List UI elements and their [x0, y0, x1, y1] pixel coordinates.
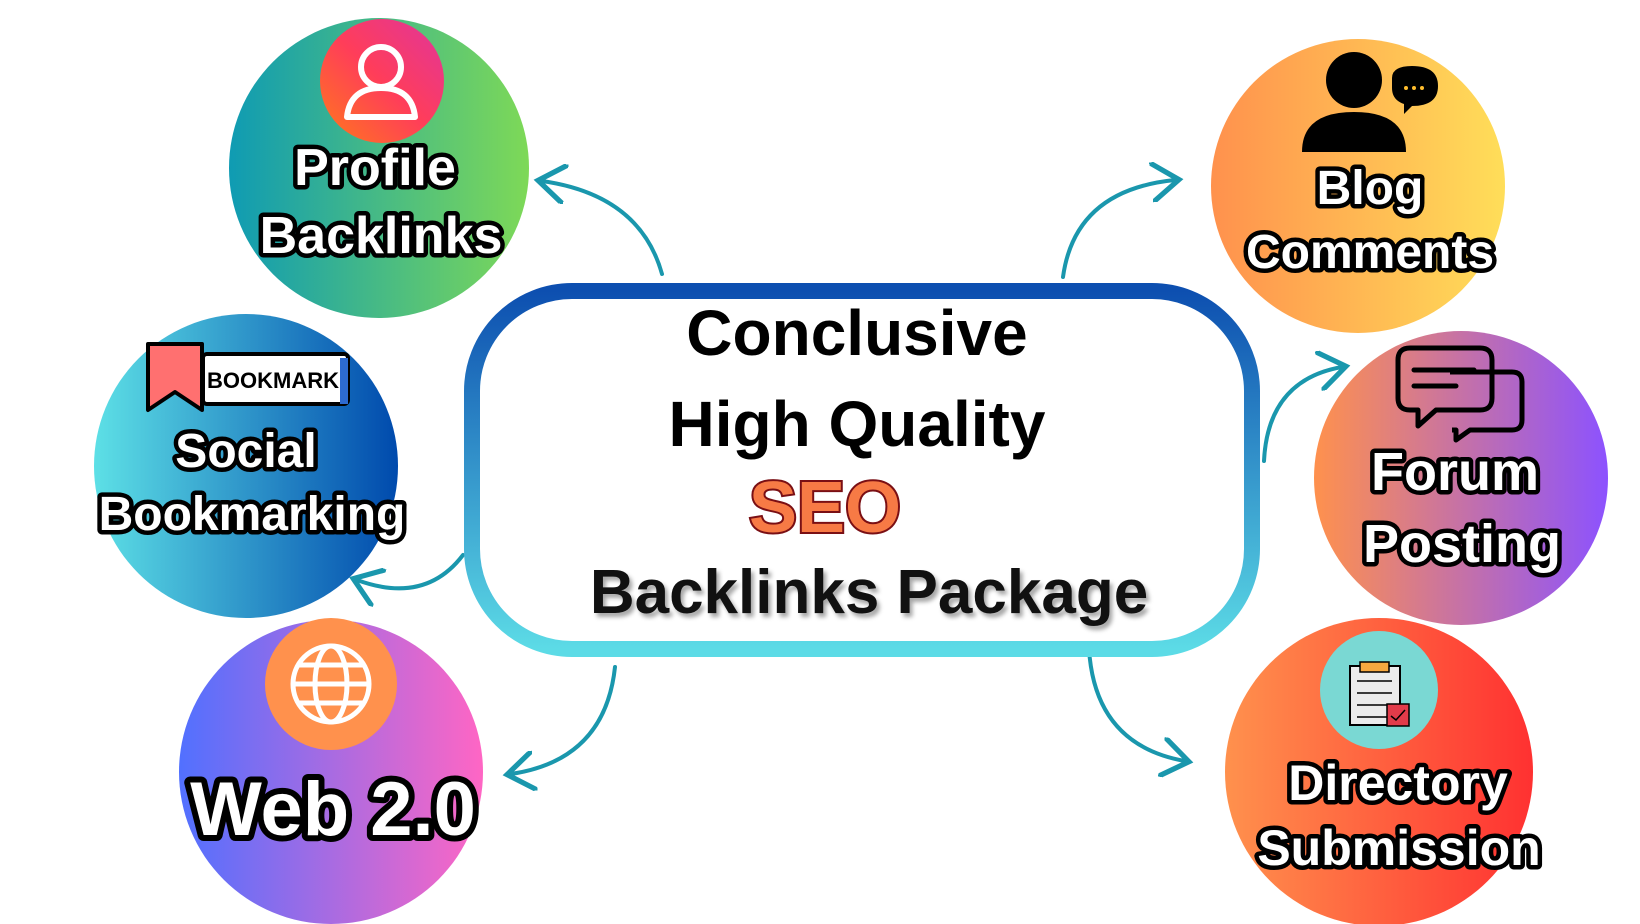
user-icon	[320, 19, 444, 143]
arrow-to-social	[357, 553, 465, 588]
chat-bubbles-icon	[1395, 345, 1525, 443]
arrow-to-directory	[1087, 647, 1185, 761]
arrow-to-blog	[1061, 180, 1175, 279]
arrow-to-profile	[542, 181, 664, 276]
commenter-icon	[1302, 52, 1438, 152]
forum-label-1: Forum	[1371, 442, 1539, 502]
node-profile-backlinks: Profile Backlinks	[229, 18, 529, 318]
center-box: Conclusive High Quality SEO Backlinks Pa…	[464, 283, 1260, 657]
profile-label-2: Backlinks	[260, 207, 503, 265]
web-label: Web 2.0	[190, 767, 476, 852]
directory-label-1: Directory	[1288, 755, 1508, 811]
node-social-bookmarking: BOOKMARK Social Bookmarking	[94, 314, 410, 618]
bookmark-badge-text: BOOKMARK	[207, 368, 339, 393]
arrow-to-web	[511, 665, 617, 774]
directory-label-2: Submission	[1257, 820, 1540, 876]
globe-icon	[265, 618, 397, 750]
node-forum-posting: Forum Posting	[1314, 331, 1608, 625]
node-blog-comments: Blog Comments	[1211, 39, 1505, 333]
node-web-2-0: Web 2.0	[179, 618, 483, 924]
blog-label-1: Blog	[1317, 162, 1424, 215]
social-label-1: Social	[175, 425, 316, 478]
arrow-to-forum	[1262, 367, 1342, 463]
blog-label-2: Comments	[1246, 226, 1494, 279]
center-seo: SEO	[749, 468, 901, 548]
profile-label-1: Profile	[294, 139, 456, 197]
center-line-1: Conclusive	[686, 297, 1027, 369]
forum-label-2: Posting	[1363, 514, 1561, 574]
node-directory-submission: Directory Submission	[1225, 618, 1545, 924]
center-line-4: Backlinks Package	[590, 558, 1148, 627]
social-label-2: Bookmarking	[99, 488, 406, 541]
center-line-2: High Quality	[669, 388, 1046, 460]
clipboard-check-icon	[1320, 631, 1438, 749]
bookmark-icon: BOOKMARK	[146, 342, 350, 412]
